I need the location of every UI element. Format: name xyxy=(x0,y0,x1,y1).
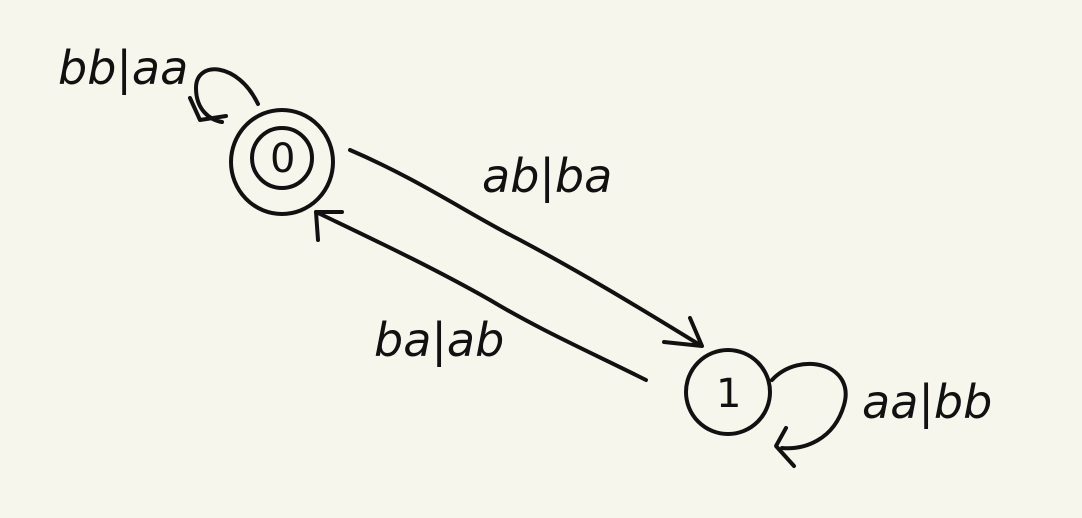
edge-1-0-label: ba|ab xyxy=(374,313,504,368)
state-0-label: 0 xyxy=(270,136,295,182)
edge-0-1-arrowhead xyxy=(662,316,704,348)
state-1-label: 1 xyxy=(716,371,741,417)
edge-1-0-arrowhead xyxy=(314,210,344,242)
state-0-inner-ring xyxy=(250,126,314,190)
transition-loop-state-0: bb|aa xyxy=(58,41,260,124)
transition-0-to-1: ab|ba xyxy=(348,148,704,348)
transition-1-to-0: ba|ab xyxy=(314,210,648,382)
loop-1-arc xyxy=(770,362,848,451)
state-1-ring xyxy=(684,348,772,436)
transition-loop-state-1: aa|bb xyxy=(770,362,992,468)
loop-0-arrowhead xyxy=(188,96,228,122)
edge-0-1-label: ab|ba xyxy=(482,149,612,204)
edge-0-1-line xyxy=(348,148,702,347)
loop-1-label: aa|bb xyxy=(862,375,992,430)
state-0: 0 xyxy=(229,108,335,216)
loop-0-label: bb|aa xyxy=(58,41,188,96)
state-0-outer-ring xyxy=(229,108,335,216)
state-1: 1 xyxy=(684,348,772,436)
loop-0-arc xyxy=(194,67,260,124)
edge-1-0-line xyxy=(314,210,648,382)
loop-1-arrowhead xyxy=(774,426,796,468)
